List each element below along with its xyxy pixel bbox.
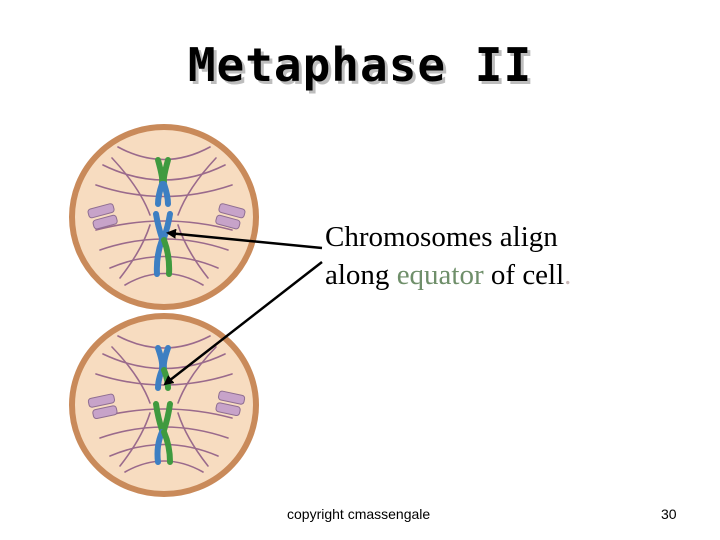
page-number: 30 <box>661 506 677 522</box>
caption-line-2-post: of cell <box>483 259 565 291</box>
caption-line-2-end: . <box>564 259 572 291</box>
top-cell-membrane <box>69 124 259 310</box>
bottom-cell-centriole-right <box>215 390 246 417</box>
top-cell-centriole-right <box>215 203 246 230</box>
top-cell <box>69 124 259 310</box>
caption-line-1: Chromosomes align <box>325 221 558 253</box>
top-cell-spindle-fibers <box>95 146 233 286</box>
bottom-cell <box>69 313 259 497</box>
caption-line-2-pre: along <box>325 259 397 291</box>
arrow-to-bottom-chromosomes <box>163 261 323 386</box>
caption-equator-term: equator <box>396 259 484 291</box>
arrow-to-top-chromosomes <box>166 228 323 250</box>
top-cell-centriole-left <box>87 203 118 230</box>
caption: Chromosomes align along equator of cell. <box>325 218 665 294</box>
caption-line-2: along equator of cell. <box>325 256 665 294</box>
top-cell-chromosome-2 <box>153 211 173 277</box>
bottom-cell-chromosome-1 <box>155 345 171 391</box>
slide-title: Metaphase II <box>187 38 533 92</box>
bottom-cell-centriole-left <box>87 393 118 420</box>
bottom-cell-chromosome-2 <box>153 401 173 465</box>
top-cell-chromosome-1 <box>155 157 171 207</box>
copyright-text: copyright cmassengale <box>287 506 431 522</box>
